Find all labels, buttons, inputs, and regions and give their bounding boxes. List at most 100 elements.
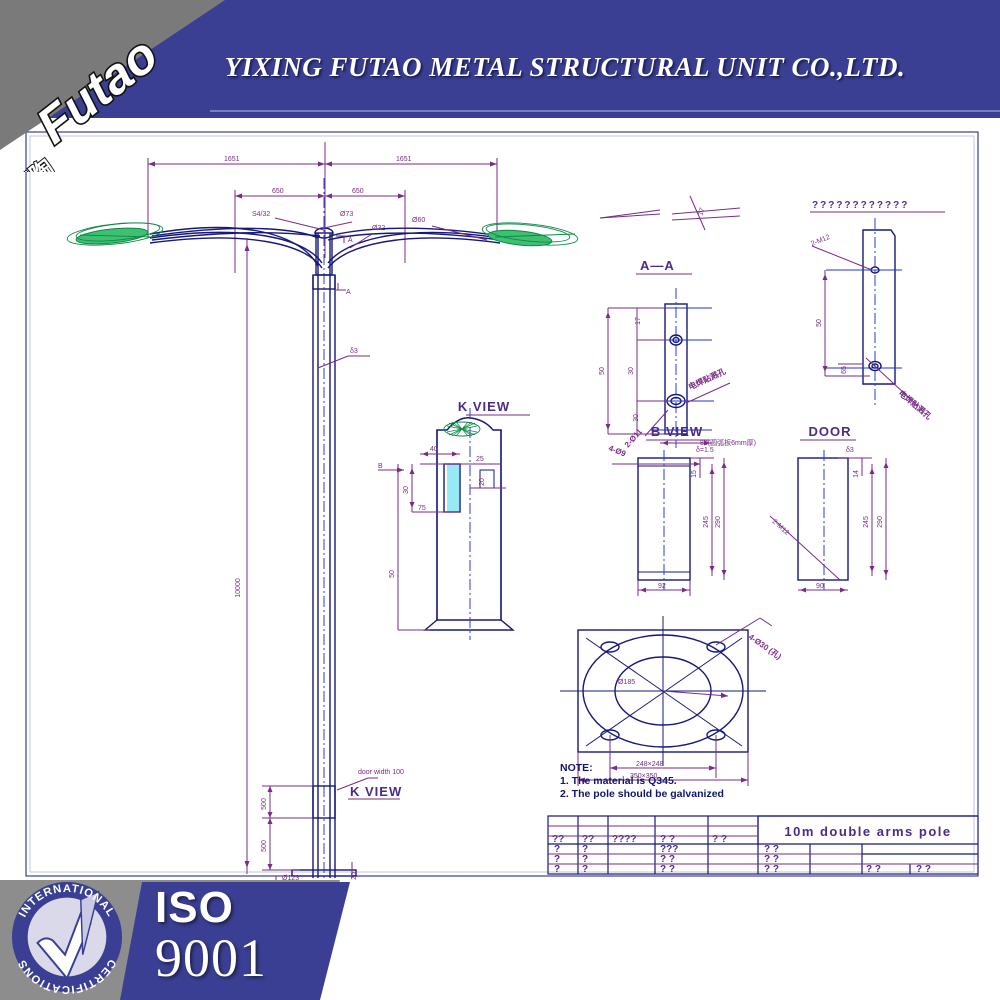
dim-bolt-square: 248×248 <box>636 761 664 768</box>
iso-label-group: ISO 9001 <box>155 886 345 998</box>
section-aa-title: A—A <box>640 258 675 273</box>
dim-arm-span-right: 1651 <box>396 156 412 163</box>
section-aa-top-tag: 17 <box>697 207 706 217</box>
title-block-cells: ?? ?? ???? ? ? ? ? ?? ???? ? ?? ? ?? ? ?… <box>552 834 931 875</box>
drawing-sheet: 1651 1651 650 650 <box>0 118 1000 880</box>
dim-b-15: 15 <box>691 470 698 478</box>
dim-base-diameter: Ø123 <box>282 875 299 880</box>
svg-text:?: ? <box>554 844 560 855</box>
label-wall-thickness: δ3 <box>350 348 358 355</box>
door-view-title: DOOR <box>809 424 852 439</box>
svg-text:? ?: ? ? <box>764 854 779 865</box>
svg-text:? ?: ? ? <box>660 864 675 875</box>
dim-k-30: 30 <box>403 486 410 494</box>
note-heading: NOTE: <box>560 762 593 774</box>
k-view-title: K VIEW <box>458 399 510 414</box>
title-block: 10m double arms pole ?? ?? ???? ? ? ? ? … <box>547 815 979 875</box>
dim-base-plate-thk: 20 <box>351 872 358 880</box>
svg-text:???: ??? <box>660 844 678 855</box>
dim-k-50: 50 <box>389 570 396 578</box>
door-view: DOOR δ3 14 245 290 90 2-M12 <box>769 424 889 593</box>
dim-bolt-circle: Ø185 <box>618 679 635 686</box>
dim-arm-span-left: 1651 <box>224 156 240 163</box>
notes-block: NOTE: 1. The material is Q345. 2. The po… <box>560 762 724 800</box>
logo-cjk: 富陶 <box>8 154 58 172</box>
section-mark-bottom: A <box>346 289 351 296</box>
dim-door-14: 14 <box>853 470 860 478</box>
base-plate-plan: Ø185 4-Ø30 (孔) 248×248 350×350 <box>560 616 784 786</box>
svg-text:?: ? <box>582 854 588 865</box>
svg-text:?: ? <box>554 854 560 865</box>
dim-k-40: 40 <box>430 446 438 453</box>
k-view: K VIEW B <box>378 399 530 640</box>
title-block-drawing-name: 10m double arms pole <box>784 824 951 839</box>
dim-detail-right-b: 65 <box>841 366 848 374</box>
section-aa: 17 A—A 50 30 17 30 <box>599 195 756 450</box>
label-k-view-tag: K VIEW <box>350 784 402 799</box>
iso-number: 9001 <box>155 928 267 988</box>
svg-text:? ?: ? ? <box>866 864 881 875</box>
dim-lower: 500 500 door width 100 K VIEW Ø123 20 <box>261 769 404 880</box>
label-detail-right-bolt: 2-M12 <box>810 234 831 248</box>
label-detail-right-cjk: 电焊贴溅孔 <box>897 388 934 421</box>
dim-arm-inner: 650 650 <box>234 188 406 273</box>
dim-arm-inner-right: 650 <box>352 188 364 195</box>
svg-text:? ?: ? ? <box>660 834 675 845</box>
dim-arm-span: 1651 1651 <box>147 142 498 258</box>
label-top-diameter: Ø73 <box>340 211 353 218</box>
dim-b-245: 245 <box>703 516 710 528</box>
dim-k-inner: 20 <box>479 478 486 486</box>
dim-door-base-gap: 500 <box>261 840 268 852</box>
label-aa-bottom-note: 80(圆弧板6mm厚) <box>700 438 756 447</box>
svg-text:??: ?? <box>582 834 594 845</box>
dim-pole-height: 10000 <box>235 238 250 874</box>
base-plate-leader: 4-Ø30 (孔) <box>747 631 784 661</box>
label-lamp-fitting: S4/32 <box>252 211 270 218</box>
dim-b-width: 92 <box>658 583 666 590</box>
iso-plate <box>120 882 350 1000</box>
dim-aa-mid: 30 <box>628 367 635 375</box>
company-title: YIXING FUTAO METAL STRUCTURAL UNIT CO.,L… <box>224 52 906 82</box>
iso-label: ISO <box>155 883 234 932</box>
detail-right-header: ???????????? <box>812 200 909 211</box>
lamp-head-right <box>481 222 579 247</box>
dim-k-75: 75 <box>418 505 426 512</box>
label-door-width: door width 100 <box>358 769 404 776</box>
note-line-2: 2. The pole should be galvanized <box>560 788 724 800</box>
svg-text:? ?: ? ? <box>764 844 779 855</box>
futao-logo: Futao 富陶 <box>7 25 169 172</box>
banner-divider <box>210 110 1000 112</box>
k-view-arrow-label: B <box>378 463 383 470</box>
svg-text:??: ?? <box>552 834 564 845</box>
svg-text:?: ? <box>582 864 588 875</box>
label-aa-weld-cjk: 电焊贴溅孔 <box>687 366 727 392</box>
svg-text:? ?: ? ? <box>916 864 931 875</box>
dim-aa-small-top: 17 <box>635 317 642 325</box>
note-line-1: 1. The material is Q345. <box>560 775 677 787</box>
pole-column: δ3 <box>291 178 370 880</box>
main-leaders: S4/32 Ø73 Ø32 Ø60 A A <box>252 211 488 296</box>
section-mark-top: A <box>348 237 353 244</box>
b-view-top-note: δ=1.5 <box>696 447 714 454</box>
pole-arms <box>149 226 501 269</box>
label-aa-holes: 2-Ø11 <box>623 427 645 450</box>
svg-text:? ?: ? ? <box>660 854 675 865</box>
dim-door-height: 500 <box>261 798 268 810</box>
dim-plate-size: 350×350 <box>630 773 658 780</box>
cad-drawing: 1651 1651 650 650 <box>25 131 979 880</box>
label-arm-diameter: Ø60 <box>412 217 425 224</box>
lamp-head-left <box>66 222 164 246</box>
iso-seal-icon: INTERNATIONAL CERTIFICATIONS <box>11 881 123 995</box>
svg-text:?: ? <box>554 864 560 875</box>
svg-text:????: ???? <box>612 834 636 845</box>
detail-right: ???????????? 50 65 2-M12 电焊贴溅孔 <box>810 200 945 421</box>
svg-text:?: ? <box>582 844 588 855</box>
dim-door-width: 90 <box>816 583 824 590</box>
dim-detail-right-a: 50 <box>816 319 823 327</box>
dim-pole-height-value: 10000 <box>235 578 242 598</box>
dim-aa-bottom: 30 <box>633 414 640 422</box>
dim-arm-inner-left: 650 <box>272 188 284 195</box>
label-arm-tip-diameter: Ø32 <box>372 225 385 232</box>
dim-b-290: 290 <box>715 516 722 528</box>
